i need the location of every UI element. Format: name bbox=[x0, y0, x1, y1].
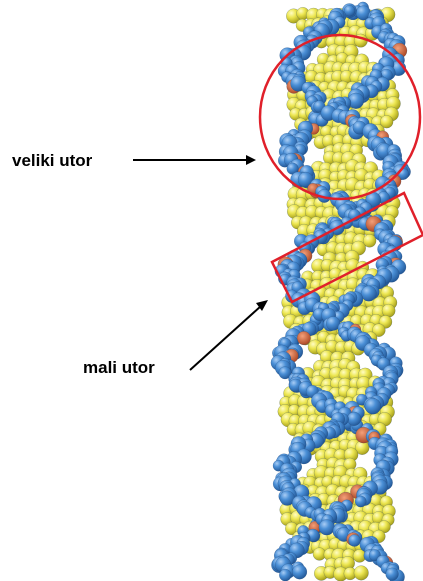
helix-atom bbox=[297, 331, 311, 345]
helix-atom bbox=[279, 569, 291, 581]
minor-groove-label: mali utor bbox=[83, 359, 155, 376]
helix-atom bbox=[347, 412, 361, 426]
helix-atom bbox=[386, 568, 399, 581]
helix-atom bbox=[361, 286, 376, 301]
helix-atom bbox=[349, 535, 361, 547]
helix-atom bbox=[319, 520, 335, 536]
helix-atom bbox=[292, 565, 307, 580]
major-groove-arrow bbox=[133, 155, 256, 165]
helix-atom bbox=[355, 496, 366, 507]
major-groove-label: veliki utor bbox=[12, 152, 92, 169]
helix-atom bbox=[354, 566, 369, 581]
minor-groove-arrow bbox=[190, 300, 268, 370]
helix-atom bbox=[382, 304, 395, 317]
helix-atom bbox=[365, 398, 381, 414]
